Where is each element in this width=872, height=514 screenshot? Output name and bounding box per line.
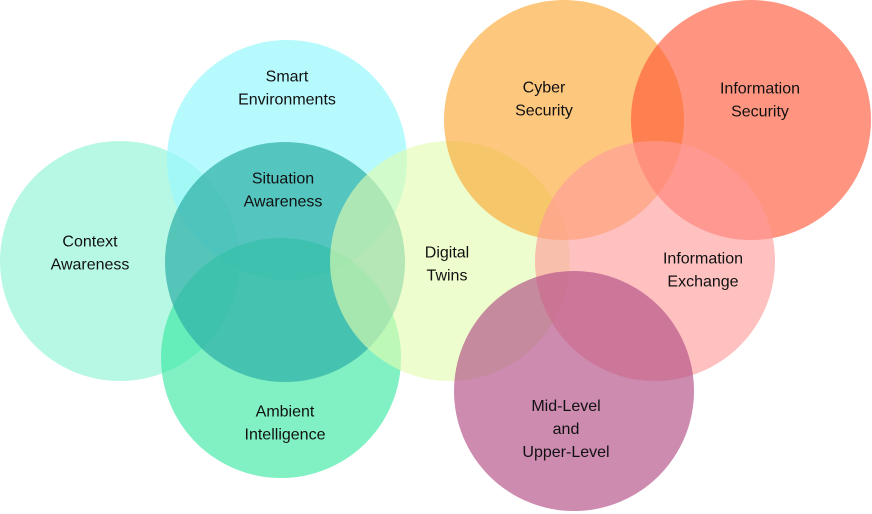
label-line: Cyber — [523, 80, 566, 97]
label-line: Intelligence — [245, 427, 326, 444]
label-line: Security — [515, 103, 573, 120]
label-line: Information — [663, 251, 743, 268]
circle-situation-awareness — [165, 142, 405, 382]
label-line: Smart — [266, 69, 309, 86]
label-line: Awareness — [244, 194, 323, 211]
label-line: Information — [720, 81, 800, 98]
circle-mid-upper-level — [454, 271, 694, 511]
label-line: Awareness — [51, 257, 130, 274]
label-line: and — [553, 421, 580, 438]
label-line: Context — [62, 234, 118, 251]
label-line: Mid-Level — [531, 398, 600, 415]
label-line: Situation — [252, 171, 314, 188]
label-line: Ambient — [256, 404, 315, 421]
label-line: Twins — [427, 268, 468, 285]
label-line: Upper-Level — [522, 444, 609, 461]
label-line: Exchange — [667, 274, 738, 291]
label-line: Security — [731, 104, 789, 121]
label-line: Digital — [425, 245, 469, 262]
label-line: Environments — [238, 92, 336, 109]
